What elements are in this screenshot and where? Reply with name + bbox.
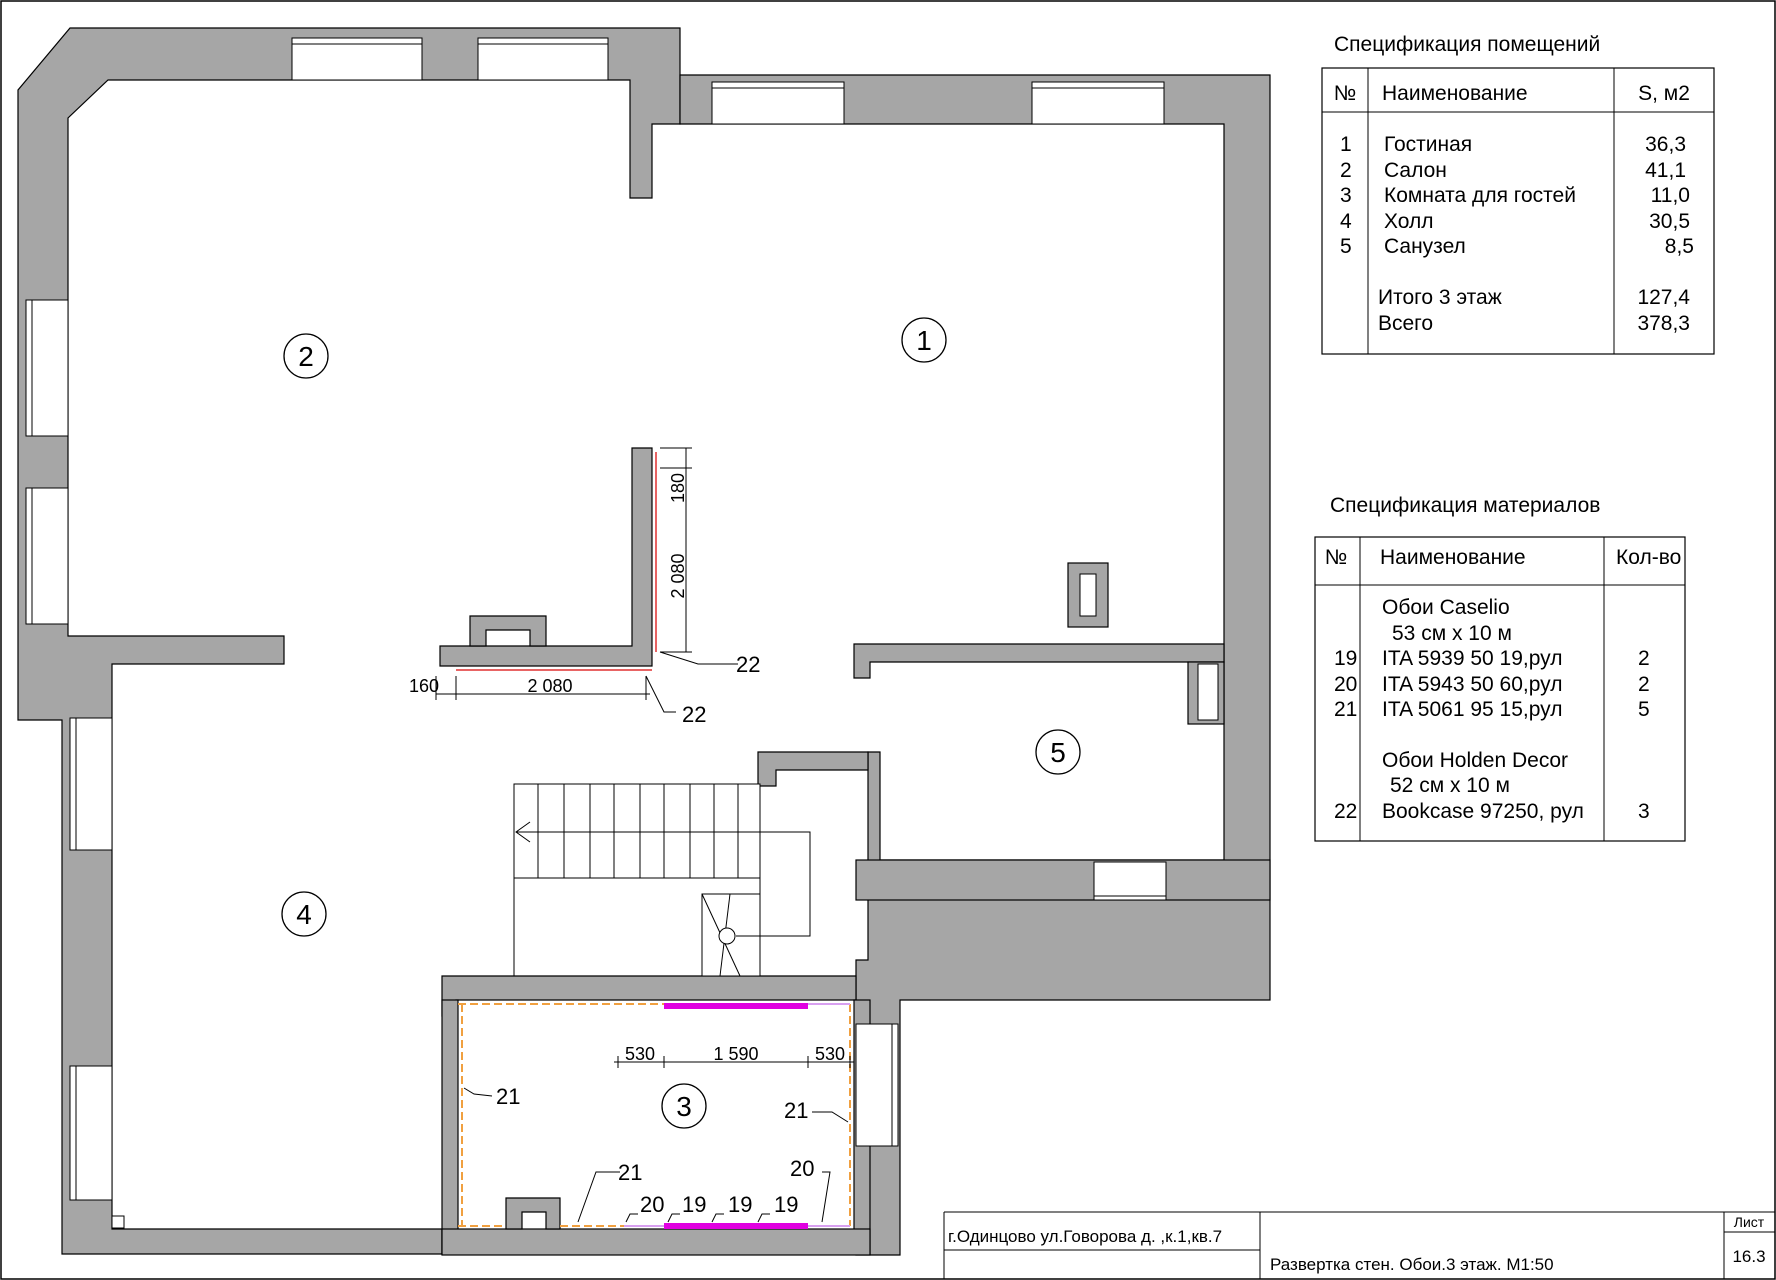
room-label-2: 2 [298,341,314,372]
rooms-spec-header-name: Наименование [1382,82,1528,105]
callout-19-b: 19 [728,1192,752,1217]
partition-wallpaper [435,447,738,713]
rooms-row-num: 5 [1340,235,1352,258]
rooms-spec-header-area: S, м2 [1638,82,1690,105]
rooms-row-name: Гостиная [1384,133,1472,156]
materials-row-num: 19 [1334,647,1357,670]
callout-21-bottom: 21 [618,1160,642,1185]
rooms-spec-title: Спецификация помещений [1334,33,1600,56]
rooms-row-area: 11,0 [1651,184,1690,207]
rooms-row-num: 4 [1340,210,1352,233]
callout-19-a: 19 [682,1192,706,1217]
rooms-total-all-area: 378,3 [1637,312,1690,335]
materials-row-num: 21 [1334,698,1357,721]
materials-spec-title: Спецификация материалов [1330,494,1600,517]
materials-row-num: 22 [1334,800,1357,823]
room-label-3: 3 [676,1091,692,1122]
dim-1590: 1 590 [713,1044,758,1064]
materials-row-qty: 5 [1638,698,1650,721]
title-block-sheet-label: Лист [1734,1214,1765,1230]
rooms-row-area: 36,3 [1645,133,1686,156]
materials-spec-header-name: Наименование [1380,546,1526,569]
rooms-row-name: Холл [1384,210,1434,233]
title-block-drawing-title: Развертка стен. Обои.3 этаж. М1:50 [1270,1255,1554,1274]
materials-group2-brand: Обои Holden Decor [1382,749,1568,772]
callout-20-a: 20 [790,1156,814,1181]
rooms-row-area: 8,5 [1665,235,1694,258]
materials-row-name: ITA 5061 95 15,рул [1382,698,1562,721]
title-block-address: г.Одинцово ул.Говорова д. ,к.1,кв.7 [948,1227,1222,1246]
room-labels: 1 2 3 4 5 [281,317,1081,1129]
rooms-total-floor-label: Итого 3 этаж [1378,286,1502,309]
walls [17,27,1271,1256]
rooms-row-area: 30,5 [1649,210,1690,233]
rooms-row-num: 1 [1340,133,1352,156]
rooms-row-area: 41,1 [1645,159,1686,182]
callout-22-b: 22 [682,702,706,727]
rooms-spec-table [1321,67,1715,355]
room-label-1: 1 [916,325,932,356]
materials-group1-brand: Обои Caselio [1382,596,1510,619]
dim-160: 160 [409,676,439,696]
room-label-5: 5 [1050,737,1066,768]
rooms-spec-header-num: № [1334,82,1357,105]
dim-530-left: 530 [625,1044,655,1064]
materials-spec-table [1314,536,1686,842]
materials-group1-size: 53 см х 10 м [1392,622,1512,645]
materials-spec-header-num: № [1325,546,1348,569]
callout-21-left: 21 [496,1084,520,1109]
callout-21-right: 21 [784,1098,808,1123]
staircase [513,783,811,977]
materials-row-qty: 2 [1638,673,1650,696]
callout-22-a: 22 [736,652,760,677]
materials-row-qty: 2 [1638,647,1650,670]
materials-row-qty: 3 [1638,800,1650,823]
rooms-row-name: Салон [1384,159,1447,182]
callout-20-b: 20 [640,1192,664,1217]
dim-180: 180 [668,473,688,503]
rooms-row-num: 3 [1340,184,1352,207]
title-block [943,1211,1775,1279]
dim-2080-horizontal: 2 080 [527,676,572,696]
dim-530-right: 530 [815,1044,845,1064]
room3-wallpaper [458,1003,854,1229]
title-block-sheet-number: 16.3 [1732,1247,1765,1266]
materials-row-num: 20 [1334,673,1357,696]
materials-spec-header-qty: Кол-во [1616,546,1681,569]
windows [25,37,1167,1201]
materials-group2-size: 52 см х 10 м [1390,774,1510,797]
rooms-row-num: 2 [1340,159,1352,182]
dim-2080-vertical: 2 080 [668,553,688,598]
room-label-4: 4 [296,899,312,930]
materials-row-name: ITA 5939 50 19,рул [1382,647,1562,670]
callout-19-c: 19 [774,1192,798,1217]
rooms-total-floor-area: 127,4 [1637,286,1690,309]
rooms-row-name: Комната для гостей [1384,184,1576,207]
rooms-total-all-label: Всего [1378,312,1433,335]
materials-row-name: ITA 5943 50 60,рул [1382,673,1562,696]
rooms-row-name: Санузел [1384,235,1466,258]
materials-row-name: Bookcase 97250, рул [1382,800,1584,823]
